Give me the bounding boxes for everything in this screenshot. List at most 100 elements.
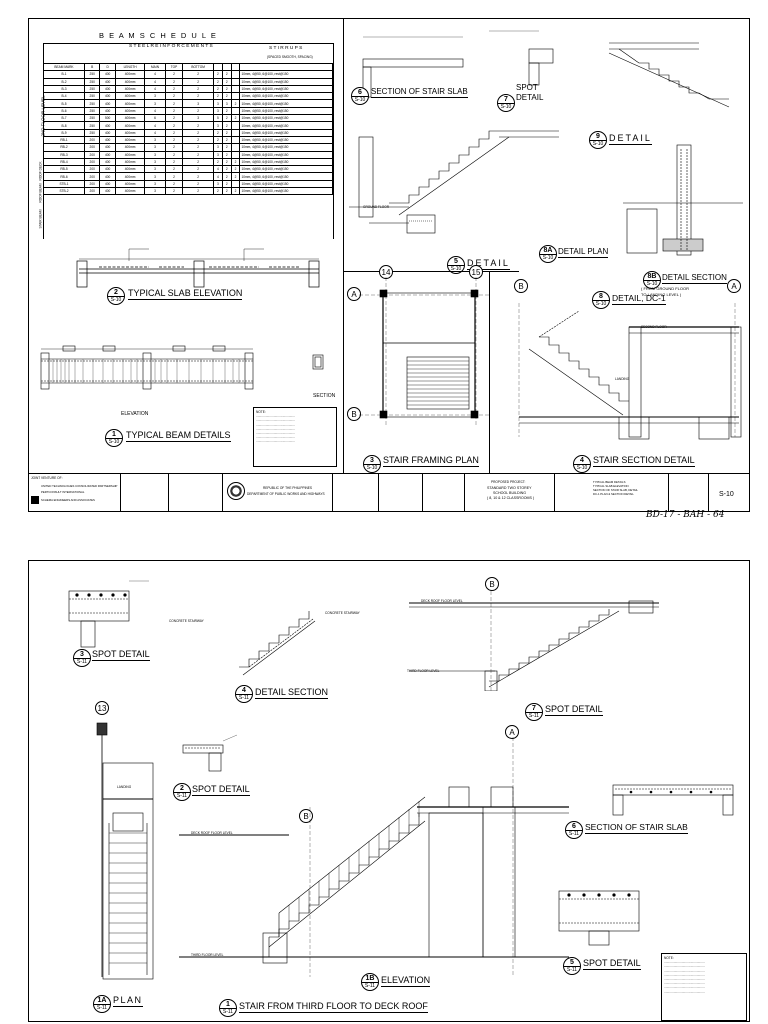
grid-bubble-13: 13 bbox=[95, 701, 109, 715]
table-cell: 2 bbox=[221, 106, 232, 116]
table-cell bbox=[230, 106, 241, 116]
table-cell: 2 bbox=[164, 114, 184, 123]
table-cell: 200 bbox=[83, 187, 101, 196]
table-cell: 250 bbox=[83, 128, 101, 137]
contents-2: TYPICAL SLAB ELEVATION bbox=[593, 484, 629, 488]
grid-bubble-b-s11-elev: B bbox=[299, 809, 313, 823]
sheet-number: S-10 bbox=[719, 491, 734, 498]
table-cell: 2 bbox=[164, 187, 184, 196]
table-cell: 400mm bbox=[114, 165, 146, 174]
table-cell: 2 bbox=[164, 172, 184, 181]
table-cell: 10mm, 4@50, 6@100, rest@150 bbox=[239, 84, 333, 94]
table-cell: 2 bbox=[230, 99, 241, 108]
table-cell: RB-6 bbox=[43, 172, 85, 181]
title-block: JOINT VENTURE OF: UNITED TECHNOLOGIES CO… bbox=[29, 473, 749, 512]
table-cell: 400mm bbox=[114, 92, 146, 101]
section-of-stair-slab-6-drawing bbox=[612, 784, 734, 816]
table-cell: 250 bbox=[83, 70, 101, 79]
table-cell: 400mm bbox=[114, 99, 146, 108]
table-cell: RB-5 bbox=[43, 165, 85, 174]
table-cell: 10mm, 4@50, 6@100, rest@150 bbox=[239, 77, 333, 86]
table-cell: 400mm bbox=[114, 114, 146, 123]
table-cell: 3 bbox=[212, 99, 223, 108]
table-cell: 2 bbox=[221, 128, 232, 137]
concrete-stairway-label-1: CONCRETE STAIRWAY bbox=[169, 619, 204, 623]
table-cell: 10mm, 4@50, 6@100, rest@150 bbox=[239, 114, 333, 123]
table-cell: 400mm bbox=[114, 106, 146, 116]
table-cell bbox=[230, 135, 241, 145]
table-cell: 400mm bbox=[114, 187, 146, 196]
table-cell: 400 bbox=[99, 165, 116, 174]
deck-roof-floor-level-label-2: DECK ROOF FLOOR LEVEL bbox=[191, 831, 233, 835]
stair-slab-section-drawing bbox=[362, 30, 730, 108]
detail-section-title: DETAIL SECTION bbox=[662, 273, 727, 284]
table-cell: 3 bbox=[144, 150, 166, 159]
table-cell: 2 bbox=[164, 143, 184, 152]
stirrups-subheader: (SPACED SMOOTH, SPACING) bbox=[267, 55, 313, 59]
grid-bubble-b-s11-top: B bbox=[485, 577, 499, 591]
dpwh-seal-icon bbox=[227, 482, 245, 500]
to-landing-level-note: TO LANDING LEVEL ) bbox=[641, 292, 682, 297]
table-cell bbox=[230, 84, 241, 94]
table-cell: 2 bbox=[221, 84, 232, 94]
table-cell: 2 bbox=[182, 143, 214, 152]
table-cell: 2 bbox=[212, 187, 223, 196]
table-cell: 2 bbox=[221, 172, 232, 181]
table-cell: 4 bbox=[212, 165, 223, 174]
table-cell: 2 bbox=[182, 157, 214, 167]
table-cell: 2 bbox=[182, 92, 214, 101]
section-label: SECTION bbox=[313, 393, 336, 399]
table-cell: RB-1 bbox=[43, 135, 85, 145]
stair-framing-plan-drawing bbox=[359, 277, 489, 425]
table-cell: B-8 bbox=[43, 121, 85, 130]
table-cell: 250 bbox=[83, 84, 101, 94]
table-cell: 400 bbox=[99, 106, 116, 116]
table-cell: 2 bbox=[230, 157, 241, 167]
table-cell: 500 bbox=[99, 114, 116, 123]
table-cell: 400 bbox=[99, 179, 116, 189]
table-cell: 400mm bbox=[114, 121, 146, 130]
firm-3: SCHEMA ENGINEERS AND ASSOCIATES bbox=[41, 498, 95, 502]
table-cell: 2 bbox=[212, 84, 223, 94]
table-cell: 3 bbox=[212, 179, 223, 189]
schedule-col-header: TOP bbox=[164, 62, 184, 72]
table-cell: 3 bbox=[212, 106, 223, 116]
panel-divider bbox=[343, 19, 344, 473]
table-cell bbox=[230, 128, 241, 137]
table-cell: 250 bbox=[83, 77, 101, 86]
deck-roof-floor-level-label-1: DECK ROOF FLOOR LEVEL bbox=[421, 599, 463, 603]
table-cell: B-1 bbox=[43, 70, 85, 79]
table-cell: 2 bbox=[221, 114, 232, 123]
table-cell: 10mm, 4@50, 6@100, rest@150 bbox=[239, 165, 333, 174]
table-cell: 2 bbox=[182, 179, 214, 189]
steel-reinforcements-header: S T E E L R E I N F O R C E M E N T S bbox=[129, 44, 213, 49]
table-cell: 4 bbox=[212, 172, 223, 181]
general-notes-box: NOTE: ..................................… bbox=[661, 953, 747, 1021]
third-floor-level-label-2: THIRD FLOOR LEVEL bbox=[191, 953, 224, 957]
table-cell bbox=[230, 77, 241, 86]
table-cell: 200 bbox=[83, 150, 101, 159]
table-cell: 10mm, 4@50, 6@100, rest@150 bbox=[239, 121, 333, 130]
schedule-col-header: MAIN bbox=[144, 62, 166, 72]
grid-bubble-a-plan: A bbox=[347, 287, 361, 301]
table-cell bbox=[230, 92, 241, 101]
table-cell bbox=[230, 150, 241, 159]
table-cell: 3 bbox=[182, 114, 214, 123]
section-of-stair-slab-title: SECTION OF STAIR SLAB bbox=[371, 87, 468, 98]
table-cell: RB-4 bbox=[43, 157, 85, 167]
table-cell: 3 bbox=[212, 121, 223, 130]
stair-elevation-1b-drawing bbox=[179, 737, 569, 977]
